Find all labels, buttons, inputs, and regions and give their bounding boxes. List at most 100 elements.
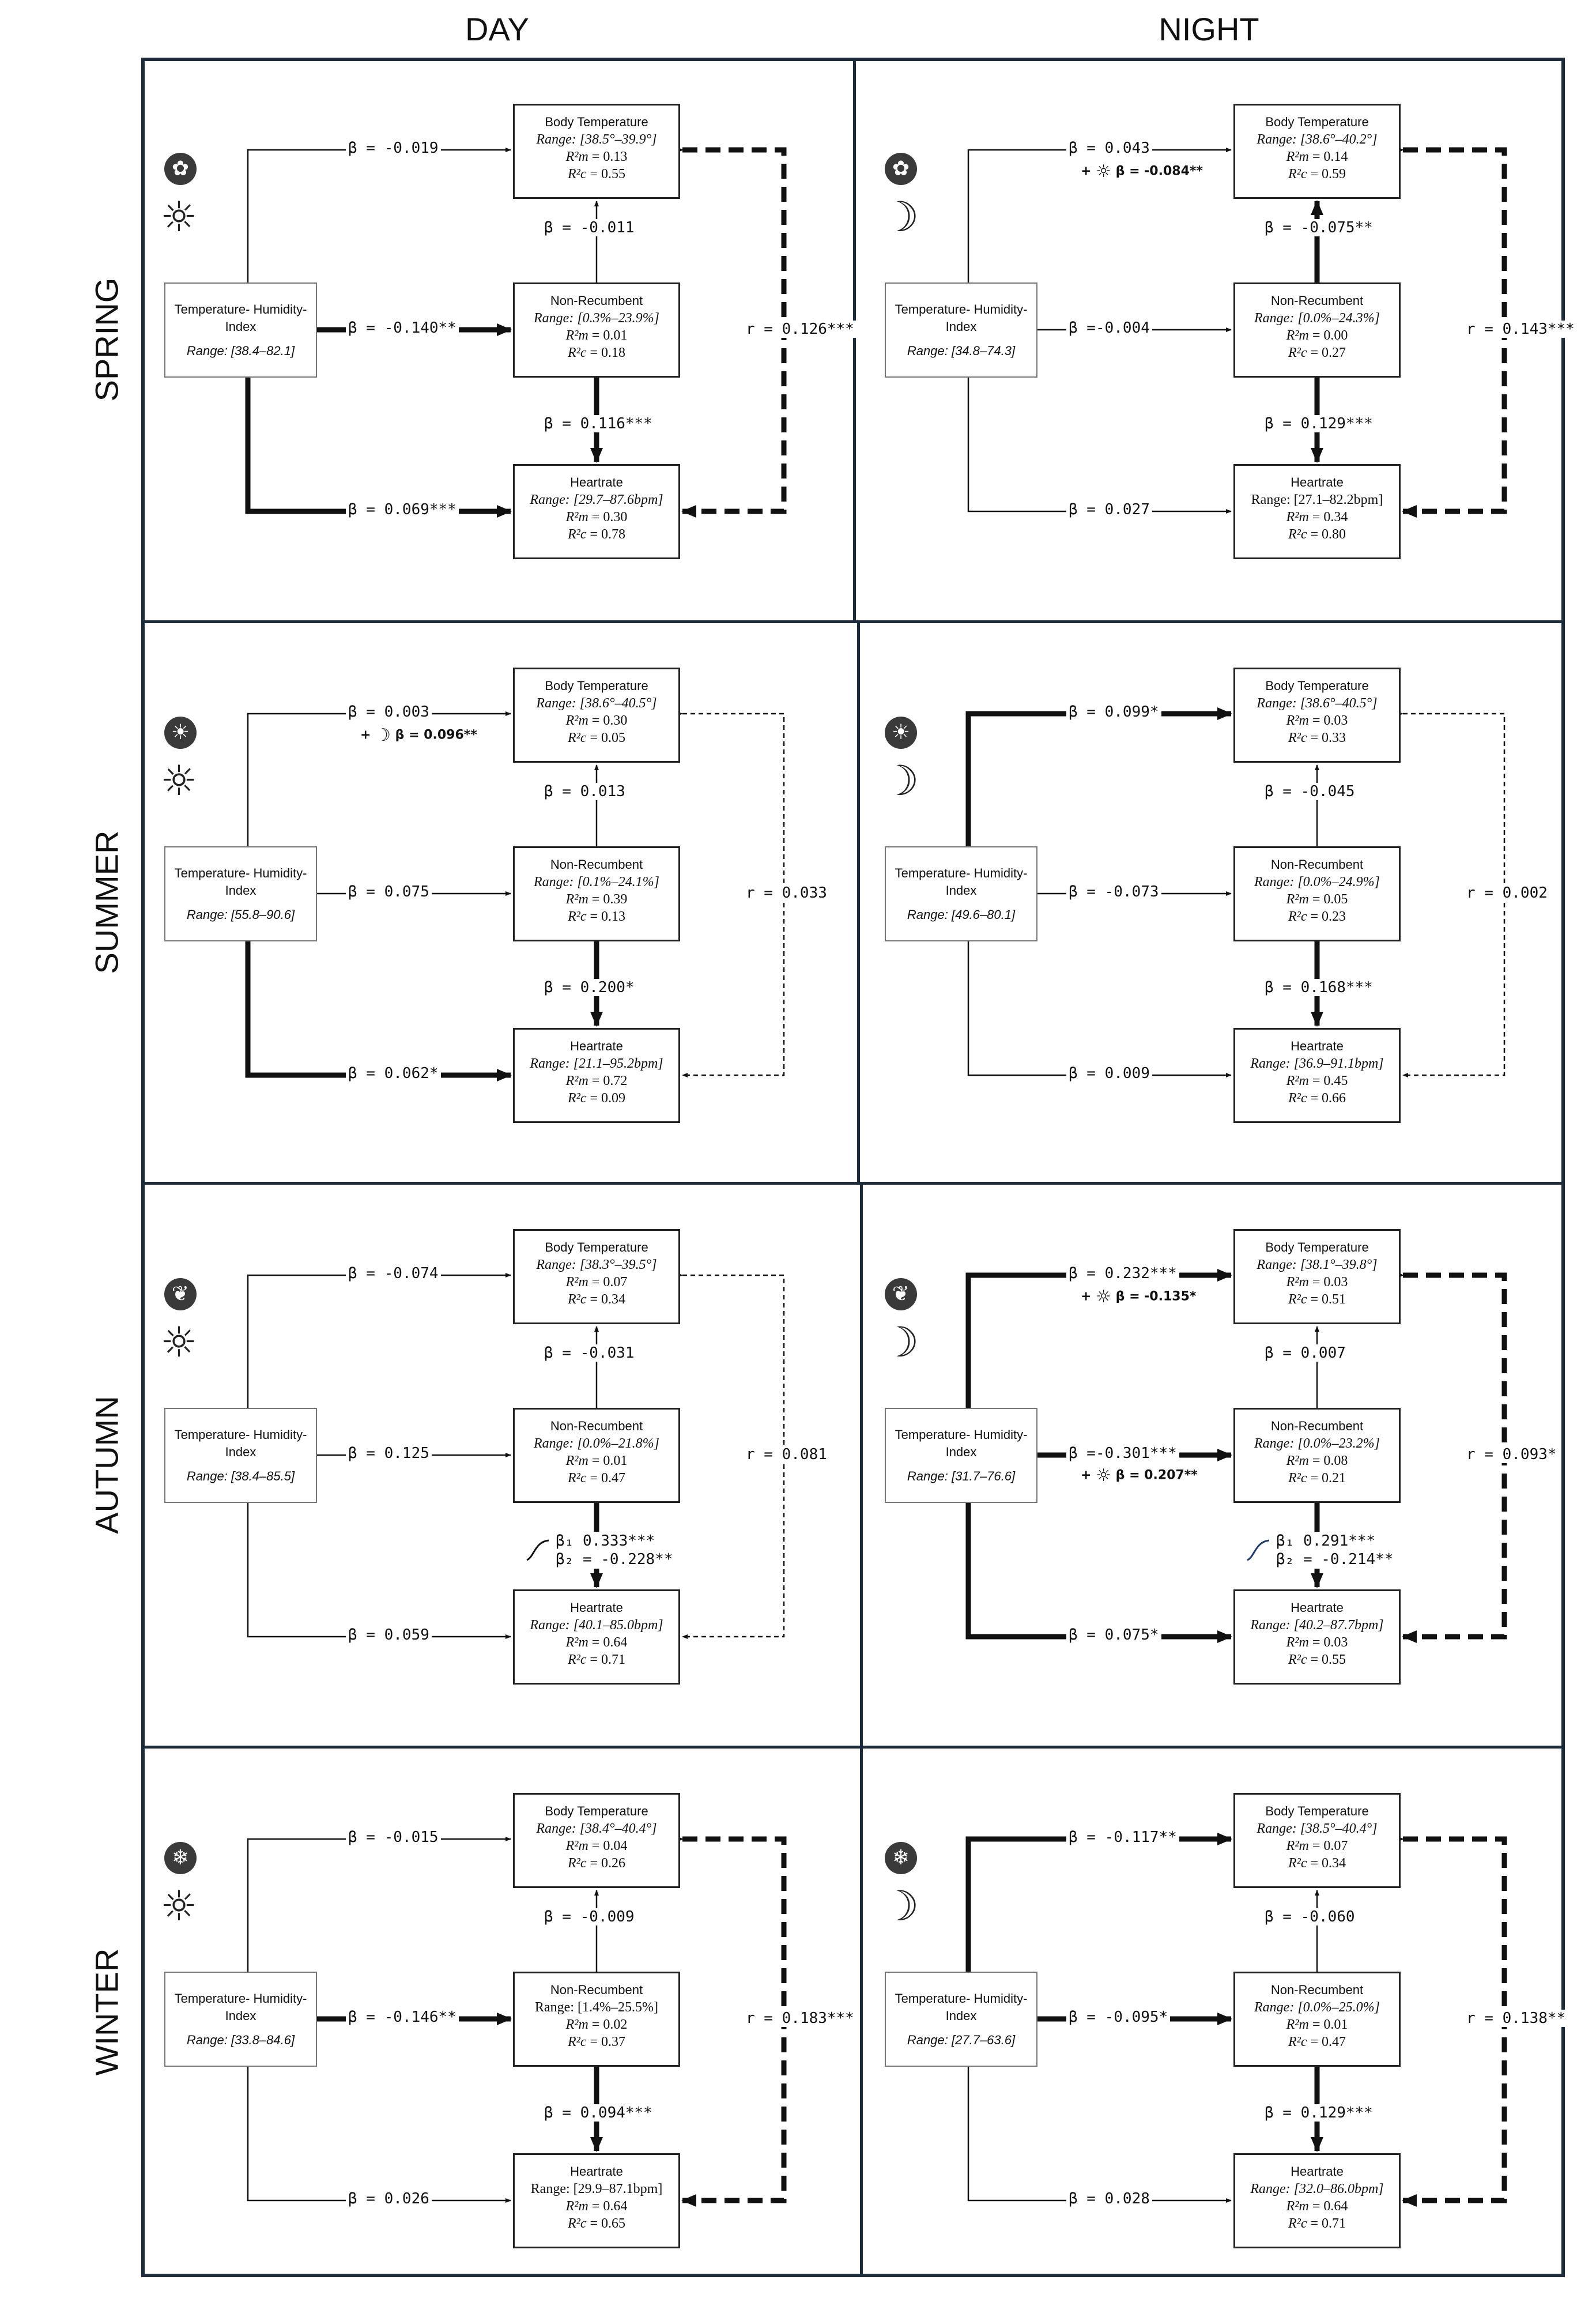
body-temperature-heartrate-correlation bbox=[677, 711, 785, 1077]
node-title: Heartrate bbox=[570, 475, 623, 489]
non-recumbent-body-temperature-coefficient: β = -0.045 bbox=[1262, 783, 1357, 800]
row-header-winter: WINTER bbox=[88, 1948, 125, 2076]
correlation-coefficient: r = 0.002 bbox=[1464, 884, 1550, 902]
node-title: Non-Recumbent bbox=[550, 1983, 643, 1997]
conditional-r2-label: R²c bbox=[567, 730, 587, 745]
node-title: Non-Recumbent bbox=[1270, 1983, 1364, 1997]
non-recumbent-heartrate-coefficient: β = 0.094*** bbox=[542, 2104, 655, 2122]
conditional-r2-label: R²c bbox=[567, 345, 587, 360]
thi-to-heartrate-path bbox=[245, 378, 512, 518]
marginal-r2-label: R²m bbox=[1286, 1073, 1309, 1088]
non-recumbent-body-temperature-coefficient: β = 0.007 bbox=[1262, 1344, 1348, 1362]
node-range: Range: [0.0%–21.8%] bbox=[534, 1436, 659, 1451]
node-range: Range: [1.4%–25.5%] bbox=[535, 2000, 658, 2015]
marginal-r2-value: = 0.05 bbox=[1308, 892, 1348, 907]
conditional-r2-label: R²c bbox=[1288, 345, 1307, 360]
thi-label: Temperature- Humidity- bbox=[895, 866, 1028, 880]
thi-non-recumbent-interaction: + ☼ β = 0.207** bbox=[1081, 1465, 1198, 1486]
node-range: Range: [29.9–87.1bpm] bbox=[530, 2181, 663, 2196]
thi-label-index: Index bbox=[945, 883, 977, 898]
thi-non-recumbent-coefficient: β = -0.095* bbox=[1066, 2009, 1171, 2026]
marginal-r2-value: = 0.30 bbox=[588, 713, 628, 728]
marginal-r2-label: R²m bbox=[565, 2199, 588, 2214]
thi-heartrate-coefficient: β = 0.075* bbox=[1066, 1626, 1161, 1644]
conditional-r2-value: = 0.59 bbox=[1307, 167, 1346, 182]
conditional-r2-label: R²c bbox=[1288, 2216, 1307, 2231]
marginal-r2-label: R²m bbox=[565, 892, 588, 907]
marginal-r2-value: = 0.08 bbox=[1308, 1453, 1348, 1468]
thi-body-temperature-coefficient: β = 0.232*** bbox=[1066, 1265, 1179, 1282]
node-title: Body Temperature bbox=[545, 115, 648, 129]
conditional-r2-value: = 0.33 bbox=[1307, 730, 1346, 745]
conditional-r2-label: R²c bbox=[1288, 527, 1307, 542]
node-range: Range: [40.1–85.0bpm] bbox=[530, 1618, 663, 1633]
thi-label: Temperature- Humidity- bbox=[174, 302, 307, 316]
leaf-icon: ❦ bbox=[164, 1278, 197, 1310]
moon-icon: ☽ bbox=[882, 1318, 919, 1366]
thi-range: Range: [38.4–82.1] bbox=[186, 344, 295, 358]
quadratic-beta-1: β₁ 0.291*** bbox=[1276, 1532, 1376, 1550]
thi-heartrate-coefficient: β = 0.027 bbox=[1066, 501, 1152, 518]
conditional-r2-label: R²c bbox=[567, 1292, 587, 1307]
marginal-r2-label: R²m bbox=[1286, 510, 1309, 525]
interaction-time-icon: ☼ bbox=[1096, 1465, 1111, 1486]
thi-heartrate-coefficient: β = 0.026 bbox=[346, 2190, 432, 2207]
thi-label: Temperature- Humidity- bbox=[895, 302, 1028, 316]
sun-icon: ☼ bbox=[160, 756, 198, 805]
column-divider bbox=[857, 621, 860, 1183]
thi-heartrate-coefficient: β = 0.009 bbox=[1066, 1065, 1152, 1082]
thi-non-recumbent-coefficient: β = -0.146** bbox=[346, 2009, 459, 2026]
node-title: Heartrate bbox=[570, 1039, 623, 1053]
node-range: Range: [0.0%–23.2%] bbox=[1254, 1436, 1380, 1451]
thi-body-temperature-coefficient: β = -0.074 bbox=[346, 1265, 441, 1282]
non-recumbent-heartrate-coefficient: β = 0.129*** bbox=[1262, 2104, 1375, 2122]
thi-body-temperature-coefficient: β = -0.117** bbox=[1066, 1829, 1179, 1846]
non-recumbent-body-temperature-coefficient: β = -0.075** bbox=[1262, 219, 1375, 236]
thi-body-temperature-coefficient: β = -0.015 bbox=[346, 1829, 441, 1846]
node-title: Non-Recumbent bbox=[550, 293, 643, 308]
thi-to-heartrate-path bbox=[967, 378, 1232, 514]
node-range: Range: [27.1–82.2bpm] bbox=[1251, 492, 1383, 507]
thi-range: Range: [27.7–63.6] bbox=[907, 2033, 1016, 2047]
moon-icon: ☽ bbox=[882, 756, 919, 805]
thi-label: Temperature- Humidity- bbox=[174, 1427, 307, 1442]
marginal-r2-value: = 0.02 bbox=[588, 2017, 628, 2032]
node-range: Range: [36.9–91.1bpm] bbox=[1250, 1056, 1384, 1071]
node-range: Range: [0.0%–24.9%] bbox=[1254, 875, 1380, 890]
thi-body-temperature-coefficient: β = 0.043 bbox=[1066, 140, 1152, 157]
thi-heartrate-coefficient: β = 0.069*** bbox=[346, 501, 459, 518]
node-title: Body Temperature bbox=[1265, 1804, 1369, 1818]
conditional-r2-value: = 0.51 bbox=[1307, 1292, 1346, 1307]
node-range: Range: [38.3°–39.5°] bbox=[536, 1257, 657, 1272]
thi-label-index: Index bbox=[945, 319, 977, 334]
plus-sign: + bbox=[1081, 1289, 1096, 1304]
marginal-r2-label: R²m bbox=[565, 149, 588, 164]
interaction-time-icon: ☽ bbox=[375, 725, 391, 745]
conditional-r2-label: R²c bbox=[1288, 1091, 1307, 1106]
row-header-autumn: AUTUMN bbox=[88, 1396, 125, 1534]
conditional-r2-label: R²c bbox=[567, 527, 587, 542]
marginal-r2-label: R²m bbox=[1286, 892, 1309, 907]
marginal-r2-value: = 0.30 bbox=[588, 510, 628, 525]
conditional-r2-value: = 0.55 bbox=[586, 167, 626, 182]
node-range: Range: [38.6°–40.5°] bbox=[1257, 696, 1378, 711]
correlation-coefficient: r = 0.126*** bbox=[744, 321, 857, 338]
conditional-r2-value: = 0.78 bbox=[586, 527, 626, 542]
quadratic-coefficients: β₁ 0.333***β₂ = -0.228** bbox=[525, 1532, 673, 1569]
marginal-r2-label: R²m bbox=[1286, 1635, 1309, 1650]
flower-icon: ✿ bbox=[164, 153, 197, 185]
correlation-coefficient: r = 0.093* bbox=[1464, 1446, 1559, 1463]
marginal-r2-value: = 0.07 bbox=[1308, 1838, 1348, 1853]
moon-icon: ☽ bbox=[882, 1882, 919, 1930]
